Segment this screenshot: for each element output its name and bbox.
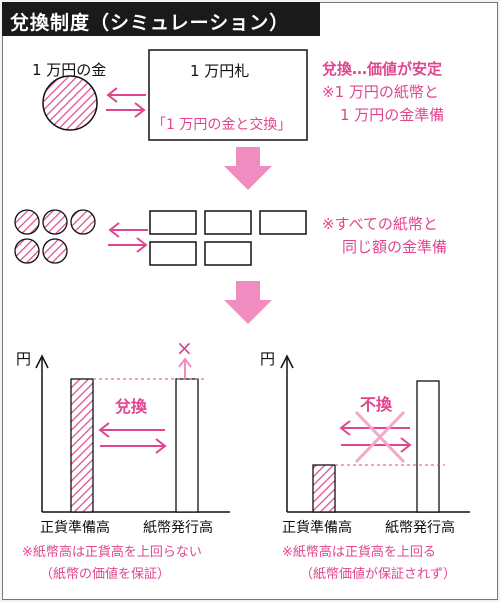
reserve-bar [312, 464, 336, 513]
up-arrow-icon [178, 357, 192, 378]
exchange-arrows [106, 87, 146, 118]
banknote-box [148, 49, 308, 141]
down-arrow [224, 147, 272, 190]
note-line-2: 同じ額の金準備 [342, 238, 448, 256]
axis-label: 円 [16, 350, 32, 368]
title-bar: 兌換制度（シミュレーション） [2, 2, 320, 36]
x-label-issue: 紙幣発行高 [385, 520, 455, 536]
note-line-3: 1 万円の金準備 [340, 106, 445, 124]
banknote-stack [149, 210, 307, 266]
note-issue-bar [175, 378, 199, 513]
x-label-reserve: 正貨準備高 [282, 520, 352, 536]
banknote-label: 1 万円札 [190, 62, 250, 80]
note-line-2: ※1 万円の紙幣と [322, 83, 439, 101]
note-line-1: 兌換…価値が安定 [322, 60, 443, 78]
cross-mark-icon: × [176, 336, 193, 360]
exchange-arrows [339, 420, 412, 453]
axis-label: 円 [260, 350, 276, 368]
reserve-bar [70, 378, 94, 513]
caption-line-2: （紙幣の価値を保証） [40, 567, 171, 582]
cross-out-icon [354, 410, 406, 464]
caption-line-1: ※紙幣高は正貨高を上回る [282, 545, 436, 560]
exchange-arrows [98, 422, 167, 454]
note-issue-bar [416, 380, 440, 513]
gold-label: 1 万円の金 [32, 61, 107, 79]
note-line-1: ※すべての紙幣と [322, 215, 438, 233]
left-chart-axes [35, 354, 230, 513]
caption-line-2: （紙幣価値が保証されず） [300, 567, 457, 582]
exchange-arrows [108, 222, 148, 253]
page-title: 兌換制度（シミュレーション） [10, 12, 290, 34]
down-arrow [224, 281, 272, 324]
gold-coin [42, 75, 98, 131]
x-label-reserve: 正貨準備高 [40, 520, 110, 536]
exchange-label: 「1 万円の金と交換」 [152, 117, 292, 133]
x-label-issue: 紙幣発行高 [143, 520, 213, 536]
gold-coin-cluster [14, 209, 96, 264]
caption-line-1: ※紙幣高は正貨高を上回らない [22, 545, 202, 560]
non-exchange-label: 不換 [360, 395, 393, 414]
exchange-label: 兌換 [115, 397, 148, 416]
